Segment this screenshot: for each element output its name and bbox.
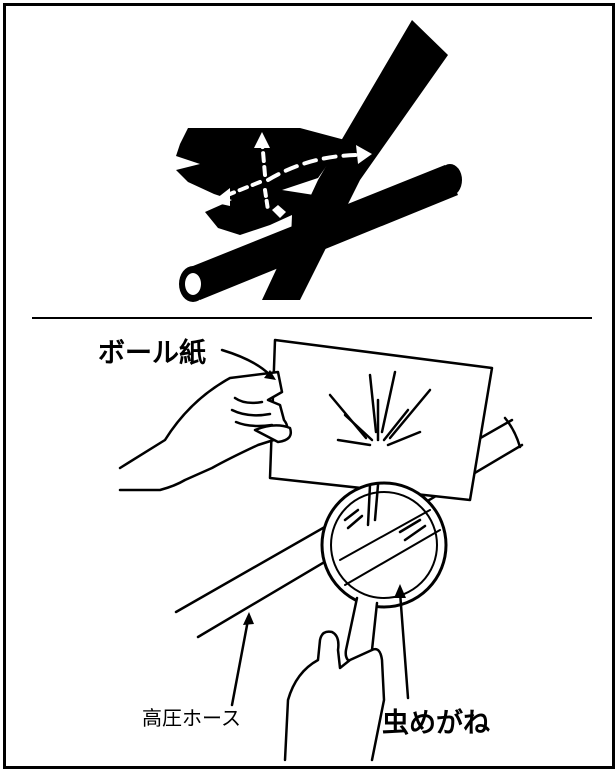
- cardboard-sheet: [270, 340, 492, 500]
- cardboard-label: ボール紙: [98, 331, 206, 370]
- right-hand: [285, 632, 384, 760]
- magnifying-glass-label: 虫めがね: [382, 701, 490, 740]
- high-pressure-hose-label: 高圧ホース: [142, 702, 241, 731]
- magnifier-lens-outer: [322, 483, 446, 607]
